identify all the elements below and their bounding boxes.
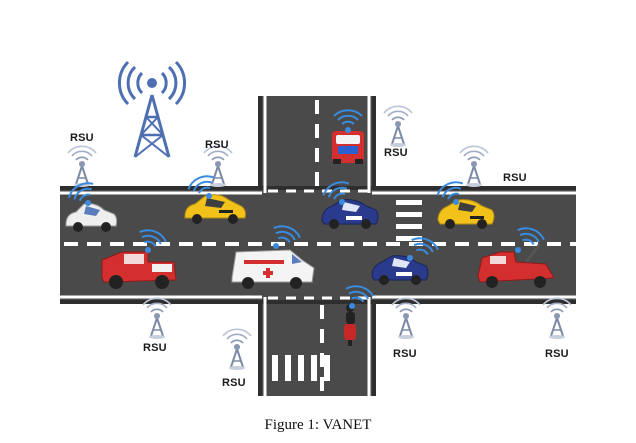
police-car [371,233,441,285]
tow-truck [477,223,555,288]
figure-caption: Figure 1: VANET [264,417,372,433]
cell-tower-icon [117,60,187,158]
rsu-icon [542,297,572,340]
crosswalk-east [396,200,422,241]
crosswalk-south [272,355,330,381]
white-car [65,177,118,232]
rsu-icon [391,297,421,340]
rsu-icon [142,297,172,340]
motorbike [343,282,376,346]
rsu-label: RSU [384,147,408,159]
police-car [319,177,379,229]
road-network [60,96,576,396]
yellow-taxi [433,177,495,229]
rsu-icon [383,105,413,148]
rsu-label: RSU [545,348,569,360]
rsu-label: RSU [393,348,417,360]
rsu-icon [67,145,97,188]
red-truck [101,225,177,289]
rsu-label: RSU [143,342,167,354]
rsu-label: RSU [205,139,229,151]
fire-truck [332,109,364,164]
rsu-icon [222,328,252,371]
rsu-label: RSU [503,172,527,184]
rsu-label: RSU [70,132,94,144]
rsu-label: RSU [222,377,246,389]
rsu-icon [459,145,489,188]
ambulance [231,221,315,289]
yellow-taxi [184,171,246,224]
